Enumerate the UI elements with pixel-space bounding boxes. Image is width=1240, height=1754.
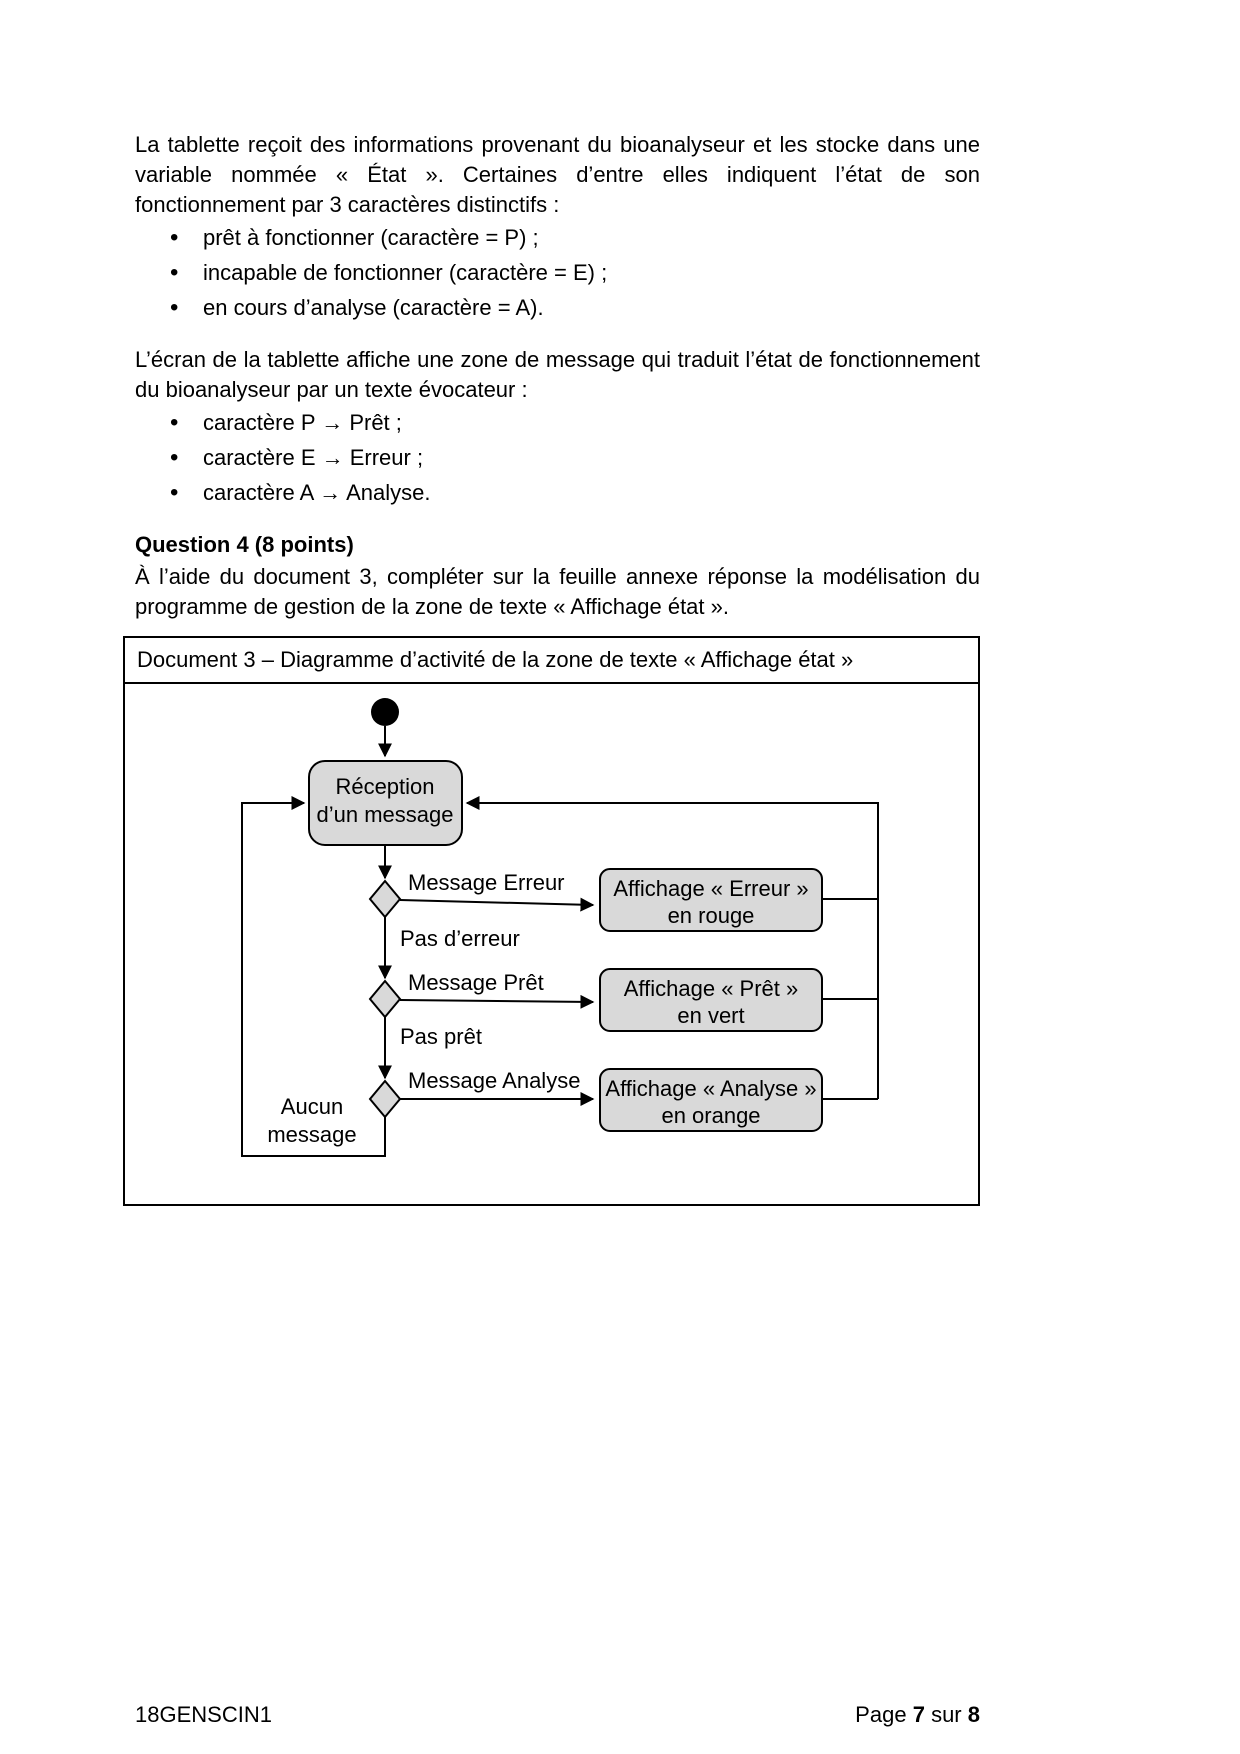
- page-footer: 18GENSCIN1 Page 7 sur 8: [135, 1700, 980, 1730]
- state-characters-list: prêt à fonctionner (caractère = P) ; inc…: [135, 223, 980, 323]
- question-body: À l’aide du document 3, compléter sur la…: [135, 564, 980, 619]
- list-item: prêt à fonctionner (caractère = P) ;: [135, 223, 980, 253]
- action-error-label-line1: Affichage « Erreur »: [613, 876, 808, 901]
- no-message-label-line2: message: [267, 1122, 356, 1147]
- list-item: en cours d’analyse (caractère = A).: [135, 293, 980, 323]
- edge-actions-back-to-reception: [465, 796, 879, 1099]
- decision-error: [368, 879, 402, 919]
- intro-paragraph-1: La tablette reçoit des informations prov…: [135, 132, 980, 217]
- reception-label-line2: d’un message: [317, 802, 454, 827]
- footer-sur-word: sur: [931, 1702, 962, 1727]
- footer-page-number: 7: [912, 1702, 925, 1727]
- activity-diagram: Réception d’un message Message Erreur Af…: [241, 698, 879, 1157]
- edge-no-message-loop: [241, 796, 386, 1157]
- activity-diagram-area: Réception d’un message Message Erreur Af…: [125, 684, 978, 1204]
- intro-paragraph-2: L’écran de la tablette affiche une zone …: [135, 347, 980, 402]
- list-item: caractère A → Analyse.: [135, 478, 980, 508]
- branch-error-label: Message Erreur: [408, 870, 565, 895]
- decision-ready: [368, 979, 402, 1019]
- footer-page-info: Page 7 sur 8: [855, 1700, 980, 1730]
- footer-code: 18GENSCIN1: [135, 1702, 272, 1727]
- no-error-label: Pas d’erreur: [400, 926, 520, 951]
- edge-decision-error-to-action: [399, 897, 595, 912]
- action-error-label-line2: en rouge: [668, 903, 755, 928]
- page-content: La tablette reçoit des informations prov…: [123, 130, 980, 1206]
- branch-ready-label: Message Prêt: [408, 970, 544, 995]
- action-ready-label-line1: Affichage « Prêt »: [624, 976, 799, 1001]
- no-message-label-line1: Aucun: [281, 1094, 343, 1119]
- action-analysis-label-line2: en orange: [661, 1103, 760, 1128]
- not-ready-label: Pas prêt: [400, 1024, 482, 1049]
- document3-box: Document 3 – Diagramme d’activité de la …: [123, 636, 980, 1206]
- list-item: incapable de fonctionner (caractère = E)…: [135, 258, 980, 288]
- branch-analysis-label: Message Analyse: [408, 1068, 580, 1093]
- message-mapping-list: caractère P → Prêt ; caractère E → Erreu…: [135, 408, 980, 508]
- initial-node: [371, 698, 399, 726]
- document3-title: Document 3 – Diagramme d’activité de la …: [125, 638, 978, 684]
- footer-page-total: 8: [967, 1702, 980, 1727]
- action-ready-label-line2: en vert: [677, 1003, 744, 1028]
- footer-page-word: Page: [855, 1702, 907, 1727]
- decision-analysis: [368, 1079, 402, 1119]
- question-heading: Question 4 (8 points): [135, 532, 354, 557]
- list-item: caractère E → Erreur ;: [135, 443, 980, 473]
- list-item: caractère P → Prêt ;: [135, 408, 980, 438]
- action-analysis-label-line1: Affichage « Analyse »: [605, 1076, 816, 1101]
- edge-decision-ready-to-action: [399, 994, 595, 1009]
- reception-label-line1: Réception: [335, 774, 434, 799]
